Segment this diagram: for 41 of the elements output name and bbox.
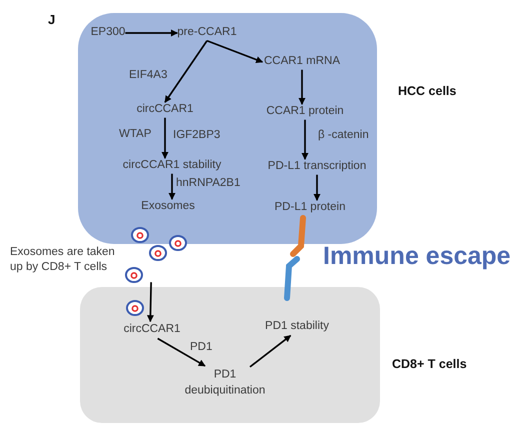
molecule-label: CCAR1 protein xyxy=(266,104,344,120)
molecule-label: circCCAR1 xyxy=(136,102,194,118)
molecule-label: CCAR1 mRNA xyxy=(264,54,340,70)
annotation-text: Exosomes are taken up by CD8+ T cells xyxy=(10,245,116,275)
edge-label: WTAP xyxy=(119,128,152,140)
arrow xyxy=(146,282,154,322)
protein-label: EP300 xyxy=(90,25,126,41)
arrow xyxy=(298,70,306,105)
vesicle-label: Exosomes xyxy=(141,199,195,215)
molecule-label: PD-L1 protein xyxy=(274,200,346,216)
cell-panel xyxy=(80,287,380,423)
edge-label: β -catenin xyxy=(318,129,369,141)
panel-letter: J xyxy=(48,12,56,29)
process-label: PD-L1 transcription xyxy=(268,159,366,175)
edge-label: hnRNPA2B1 xyxy=(176,177,240,189)
exosome-icon xyxy=(126,300,144,316)
arrow xyxy=(302,120,308,160)
cell-panel xyxy=(78,13,377,244)
process-label: circCCAR1 stability xyxy=(122,158,222,174)
exosome-icon xyxy=(131,227,149,243)
immune-escape-heading: Immune escape xyxy=(323,241,511,272)
arrow xyxy=(249,334,292,368)
cell-type-label: HCC cells xyxy=(398,84,456,98)
molecule-label: circCCAR1 xyxy=(124,322,180,338)
arrow xyxy=(206,40,264,64)
process-label: PD1 deubiquitination xyxy=(175,367,275,399)
arrow xyxy=(314,174,320,201)
exosome-icon xyxy=(169,235,187,251)
arrow xyxy=(157,338,206,367)
exosome-icon xyxy=(149,245,167,261)
molecule-label: pre-CCAR1 xyxy=(177,25,237,41)
cell-type-label: CD8+ T cells xyxy=(392,357,467,371)
arrow xyxy=(125,30,178,36)
protein-label: IGF2BP3 xyxy=(173,128,220,143)
arrow xyxy=(164,40,208,103)
exosome-icon xyxy=(125,267,143,283)
arrow xyxy=(168,174,176,200)
process-label: PD1 stability xyxy=(265,319,329,335)
edge-label: EIF4A3 xyxy=(129,69,168,81)
arrow xyxy=(162,118,168,159)
edge-label: PD1 xyxy=(190,341,212,353)
